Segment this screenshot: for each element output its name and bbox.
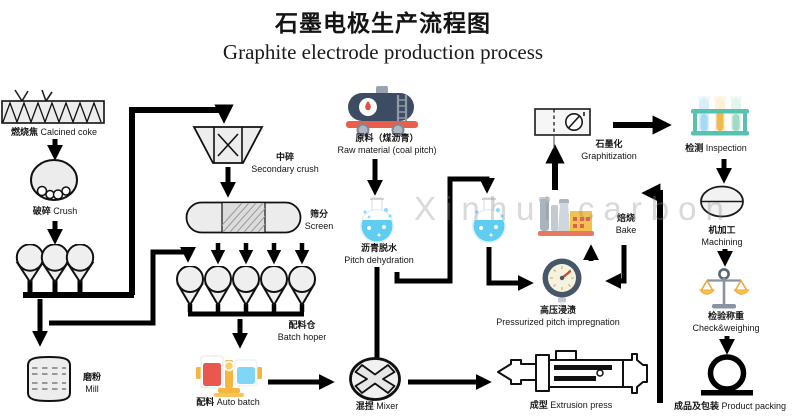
- crush-icon: [30, 159, 78, 201]
- electrode-coil-icon: [701, 354, 753, 396]
- label-batch-hopper: 配料仓 Batch hoper: [277, 320, 327, 342]
- splash-dots: [475, 208, 504, 218]
- red-reagent: [203, 363, 221, 386]
- connector-batch-legs: [187, 304, 305, 312]
- feeder-antennas: [14, 89, 53, 102]
- label-impregnation: 高压浸渍 Pressurized pitch impregnation: [496, 305, 620, 327]
- connector-press-to-bake: [641, 183, 663, 403]
- dehydration-flask-icon: [359, 197, 395, 244]
- bubbles: [367, 225, 386, 237]
- extrusion-press-icon: [497, 350, 648, 394]
- mixer-icon: [349, 357, 401, 401]
- label-machining: 机加工 Machining: [701, 225, 743, 247]
- label-secondary-crush: 中碎 Secondary crush: [251, 152, 319, 174]
- label-extrusion: 成型 Extrusion press: [529, 400, 613, 410]
- right-pan: [733, 289, 750, 295]
- label-crush: 破碎 Crush: [32, 206, 78, 216]
- furnace-windows: [573, 217, 590, 228]
- tube-liquid-yellow: [716, 110, 724, 131]
- crush-balls: [36, 185, 71, 200]
- pan-hangers: [700, 280, 748, 291]
- connector-pitch-tank-to-gauge: [486, 247, 534, 292]
- label-product-packing: 成品及包装 Product packing: [673, 401, 787, 411]
- title-block: 石墨电极生产流程图 Graphite electrode production …: [0, 0, 766, 65]
- blue-reagent: [237, 367, 255, 384]
- connector-dehydration-to-pitch-tank: [394, 176, 496, 284]
- tank-ladder: [396, 95, 408, 121]
- tube-liquid-blue: [700, 114, 708, 131]
- label-mill: 磨粉 Mill: [82, 372, 101, 394]
- label-mixer: 混捏 Mixer: [355, 401, 399, 411]
- calcined-coke-icon: [1, 89, 105, 124]
- tube-liquid-mint: [732, 114, 740, 131]
- pitch-tanker-truck-icon: [346, 86, 418, 136]
- graphitization-furnace-icon: [534, 108, 591, 149]
- label-graphitization: 石墨化 Graphitization: [581, 139, 637, 161]
- label-raw-material: 原料（煤沥青） Raw material (coal pitch): [337, 133, 437, 155]
- oil-drop: [365, 101, 371, 111]
- label-inspection: 检测 Inspection: [685, 143, 747, 153]
- bubbles: [479, 225, 498, 237]
- pressure-gauge-icon: [542, 258, 582, 306]
- label-bake: 焙烧 Bake: [615, 213, 637, 235]
- mixer-blades: [354, 364, 396, 394]
- screen-hatch: [222, 202, 265, 233]
- page-title-en: Graphite electrode production process: [222, 40, 544, 64]
- label-calcined-coke: 燃烧焦 Calcined coke: [10, 127, 98, 137]
- splash-dots: [363, 208, 392, 219]
- secondary-crush-icon: [192, 126, 264, 164]
- page-title-cjk: 石墨电极生产流程图: [275, 10, 491, 36]
- bake-furnace-icon: [538, 197, 594, 236]
- crush-hoppers-icon: [15, 244, 95, 284]
- batch-hopper-icon: [176, 266, 316, 307]
- left-pan: [698, 289, 716, 295]
- mill-icon: [27, 355, 71, 403]
- impregnation-pitch-flask-icon: [471, 197, 507, 244]
- label-screen: 筛分 Screen: [304, 209, 334, 231]
- label-auto-batch: 配料 Auto batch: [196, 397, 260, 407]
- label-check-weighing: 检验称重 Check&weighing: [692, 311, 760, 333]
- machining-billet-icon: [700, 185, 744, 218]
- label-pitch-dehydration: 沥青脱水 Pitch dehydration: [344, 243, 414, 265]
- connector-bake-to-gauge: [605, 245, 627, 290]
- inspection-tubes-icon: [691, 96, 749, 136]
- connector-mill-to-batch: [49, 246, 197, 326]
- tube-rack: [691, 109, 749, 136]
- auto-batch-icon: [196, 355, 262, 397]
- screen-icon: [185, 201, 302, 234]
- weighing-scale-icon: [698, 268, 750, 309]
- crusher-x: [217, 133, 239, 157]
- connector-loop-to-secondary-crush: [129, 104, 234, 295]
